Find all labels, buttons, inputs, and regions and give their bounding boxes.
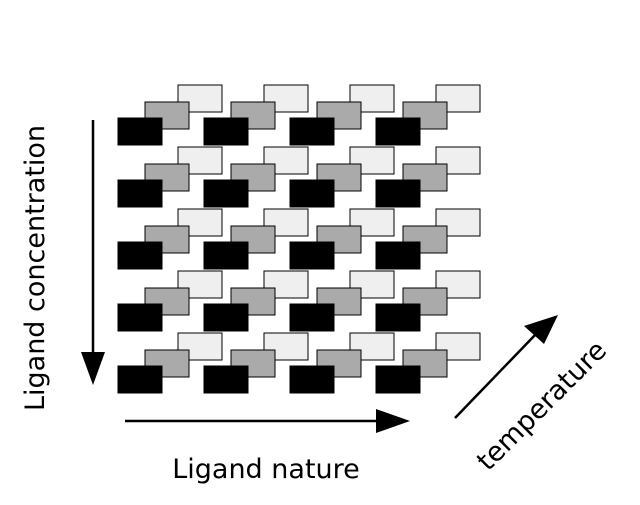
block-back-r1-c2 (263, 84, 309, 113)
y-axis-label: Ligand concentration (20, 125, 51, 411)
block-front-r5-c2 (203, 365, 249, 394)
block-front-r1-c2 (203, 117, 249, 146)
block-front-r3-c3 (289, 241, 335, 270)
block-front-r2-c3 (289, 179, 335, 208)
block-middle-r4-c4 (402, 287, 448, 316)
block-front-r3-c4 (375, 241, 421, 270)
block-front-r3-c2 (203, 241, 249, 270)
block-front-r2-c2 (203, 179, 249, 208)
block-front-r1-c3 (289, 117, 335, 146)
block-grid (117, 84, 481, 394)
block-front-r5-c4 (375, 365, 421, 394)
block-front-r1-c1 (117, 117, 163, 146)
temperature-arrowhead (524, 315, 558, 344)
z-axis-label: temperature (471, 335, 613, 477)
x-axis-label: Ligand nature (172, 454, 360, 485)
block-front-r4-c3 (289, 303, 335, 332)
nature-arrowhead (376, 409, 410, 433)
block-back-r2-c2 (263, 146, 309, 175)
block-front-r5-c1 (117, 365, 163, 394)
block-front-r2-c1 (117, 179, 163, 208)
block-front-r4-c4 (375, 303, 421, 332)
block-middle-r5-c3 (316, 349, 362, 378)
block-front-r5-c3 (289, 365, 335, 394)
block-front-r1-c4 (375, 117, 421, 146)
concentration-arrowhead (81, 352, 105, 385)
block-front-r4-c2 (203, 303, 249, 332)
block-front-r3-c1 (117, 241, 163, 270)
block-front-r4-c1 (117, 303, 163, 332)
temperature-arrow (454, 333, 537, 419)
block-front-r2-c4 (375, 179, 421, 208)
block-middle-r4-c2 (230, 287, 276, 316)
